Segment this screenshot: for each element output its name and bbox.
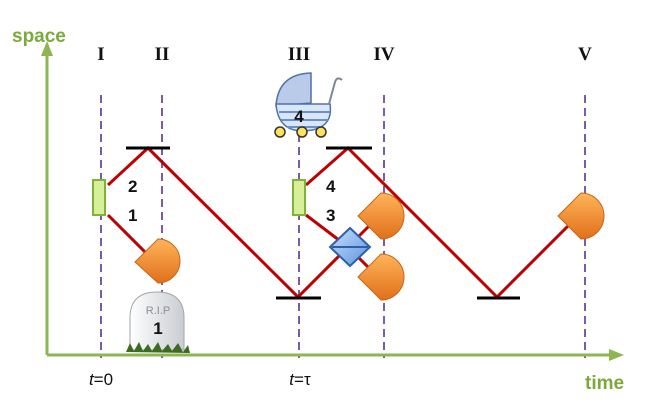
photon-label-right-upper: 4 — [326, 177, 336, 196]
axes — [41, 41, 624, 361]
photon-label-right-lower: 3 — [326, 206, 335, 225]
source-left — [92, 179, 106, 216]
column-label-V: V — [578, 44, 592, 65]
photon-sources — [92, 179, 306, 216]
time-tick-tau-rest: =τ — [294, 370, 311, 389]
detector-left — [134, 238, 181, 284]
time-tick-zero: t=0 — [89, 370, 113, 389]
photon-paths — [106, 145, 580, 300]
stroller-wheel-left — [274, 126, 286, 138]
tombstone-engraving: R.I.P — [146, 305, 170, 317]
column-label-III: III — [288, 44, 310, 65]
stroller-wheel-mid — [296, 126, 308, 138]
column-label-IV: IV — [373, 44, 394, 65]
path-left-up — [106, 145, 350, 300]
tombstone-grass — [126, 342, 190, 353]
time-tick-zero-rest: =0 — [94, 370, 113, 389]
mirrors — [126, 146, 520, 300]
photon-label-left-lower: 1 — [128, 206, 137, 225]
detector-bottom-right — [357, 253, 405, 301]
x-axis-title: time — [585, 373, 624, 394]
detector-far-right — [557, 192, 605, 240]
tombstone-number: 1 — [153, 319, 162, 338]
tombstone-stone — [129, 291, 185, 351]
source-right — [292, 179, 306, 216]
time-tick-tau-var: t — [289, 370, 295, 389]
time-tick-zero-var: t — [89, 370, 95, 389]
x-axis-arrowhead — [609, 349, 624, 361]
stroller-handle — [328, 77, 343, 105]
y-axis-title: space — [12, 26, 66, 47]
detectors — [134, 192, 605, 301]
stroller: 4 — [274, 72, 343, 138]
stroller-number: 4 — [294, 107, 304, 126]
beam-splitter — [328, 226, 372, 268]
column-label-I: I — [97, 44, 104, 65]
column-label-II: II — [155, 44, 170, 65]
time-tick-tau: t=τ — [289, 370, 311, 389]
stroller-hood — [275, 72, 312, 107]
photon-label-left-upper: 2 — [128, 177, 137, 196]
stroller-wheel-right — [315, 126, 327, 138]
tombstone: R.I.P 1 — [126, 291, 190, 353]
y-axis-arrowhead — [41, 41, 53, 56]
path-right-up — [305, 145, 580, 300]
detector-top-right — [357, 192, 405, 240]
